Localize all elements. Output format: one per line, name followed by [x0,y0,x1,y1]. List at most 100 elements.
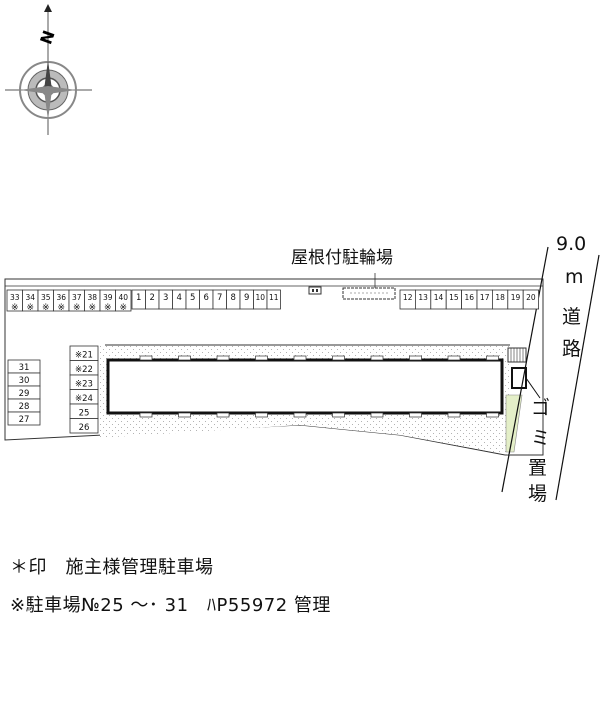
parking-space-number: 33 [10,293,20,302]
parking-space-number: 26 [79,423,90,433]
parking-space: 37※ [68,289,85,313]
legend-managed-parking: ※駐車場№25 ～･ 31 ﾊP55972 管理 [10,595,331,616]
parking-space-number: 16 [465,293,475,302]
road [501,246,600,501]
parking-space: 25 [69,403,99,419]
parking-space-star: ※ [73,303,81,313]
parking-space: 35※ [37,289,54,313]
bicycle-parking-label: 屋根付駐輪場 [291,248,393,268]
parking-space-number: 38 [87,293,97,302]
parking-space: 40※ [115,289,132,313]
parking-space-number: 39 [103,293,113,302]
building-tab [255,355,268,361]
building-tab [216,412,230,418]
parking-space: 17 [476,289,493,310]
parking-space: 18 [491,289,509,310]
building-tab [178,412,191,418]
road-width-label: 9.0 [556,233,586,255]
building-tab [139,412,153,418]
parking-space: 34※ [22,289,39,313]
parking-space: 38※ [84,289,101,313]
parking-space-number: 9 [244,293,249,303]
building-tab [447,355,461,361]
building-tab [293,412,307,418]
parking-space: 36※ [53,289,70,313]
parking-space-number: 29 [19,389,30,399]
parking-space: 14 [430,289,447,310]
parking-space-number: ※23 [75,380,93,390]
parking-space: 2 [145,289,160,310]
building-tab [409,355,422,361]
parking-space-number: 30 [19,376,30,386]
parking-space-number: ※24 [75,394,93,404]
parking-space-number: 17 [480,293,490,302]
parking-space: 11 [266,289,281,310]
parking-space: 16 [461,289,478,310]
building-tab [409,412,422,418]
parking-row-top-left: 33※34※35※36※37※38※39※40※ [6,289,132,313]
parking-space-number: 31 [19,363,30,373]
building-tab [255,412,268,418]
parking-space-number: 40 [118,293,128,302]
parking-space: 27 [7,411,41,426]
building-tab [216,355,230,361]
parking-space: 3 [158,289,173,310]
parking-space-star: ※ [11,303,19,313]
parking-space-number: 4 [177,293,182,303]
parking-space: ※23 [69,374,99,390]
garbage-label-1: ゴ [531,397,550,419]
building-tab [332,355,345,361]
building-tab [370,412,384,418]
building [105,344,510,418]
parking-space-number: 5 [190,293,195,303]
parking-space-number: 8 [231,293,236,303]
parking-space-number: 1 [136,293,141,303]
garbage-label-4: 場 [528,483,547,505]
parking-space-number: 10 [255,293,265,302]
parking-space-number: 2 [150,293,155,303]
parking-space-star: ※ [104,303,112,313]
parking-space: 19 [507,289,524,310]
parking-space: 5 [185,289,200,310]
parking-space-number: 6 [204,293,209,303]
parking-space-number: 18 [495,293,505,302]
building-tab [178,355,191,361]
parking-space: ※21 [69,345,99,361]
parking-column-left: 31 30 29 28 27 [7,359,41,426]
parking-space-number: 3 [163,293,168,303]
parking-space: 15 [445,289,463,310]
parking-space: ※22 [69,360,99,376]
parking-space: 29 [7,385,41,400]
parking-space-star: ※ [119,303,127,313]
parking-space-number: 27 [19,415,30,425]
parking-space-number: 35 [41,293,51,302]
building-tab [447,412,461,418]
parking-space: 31 [7,359,41,374]
road-unit-label: m [565,266,584,288]
parking-space: 33※ [6,289,23,313]
parking-space: 1 [131,289,146,310]
parking-space-number: 7 [217,293,222,303]
stairs [507,347,527,363]
road-word-1: 道 [562,306,581,328]
parking-space: 26 [69,418,99,434]
parking-space-number: 11 [269,293,279,302]
parking-space-number: 34 [25,293,35,302]
parking-space: 9 [239,289,254,310]
parking-space: 10 [253,289,268,310]
parking-space-number: 12 [403,293,413,302]
compass-rose-icon [5,4,92,135]
road-word-2: 路 [562,338,581,360]
building-tab [486,355,499,361]
parking-space-number: 14 [434,293,444,302]
parking-space: 8 [226,289,241,310]
parking-space-star: ※ [57,303,65,313]
parking-space-number: ※22 [75,365,93,375]
parking-space-star: ※ [42,303,50,313]
parking-space: 4 [172,289,187,310]
parking-space-number: 28 [19,402,30,412]
